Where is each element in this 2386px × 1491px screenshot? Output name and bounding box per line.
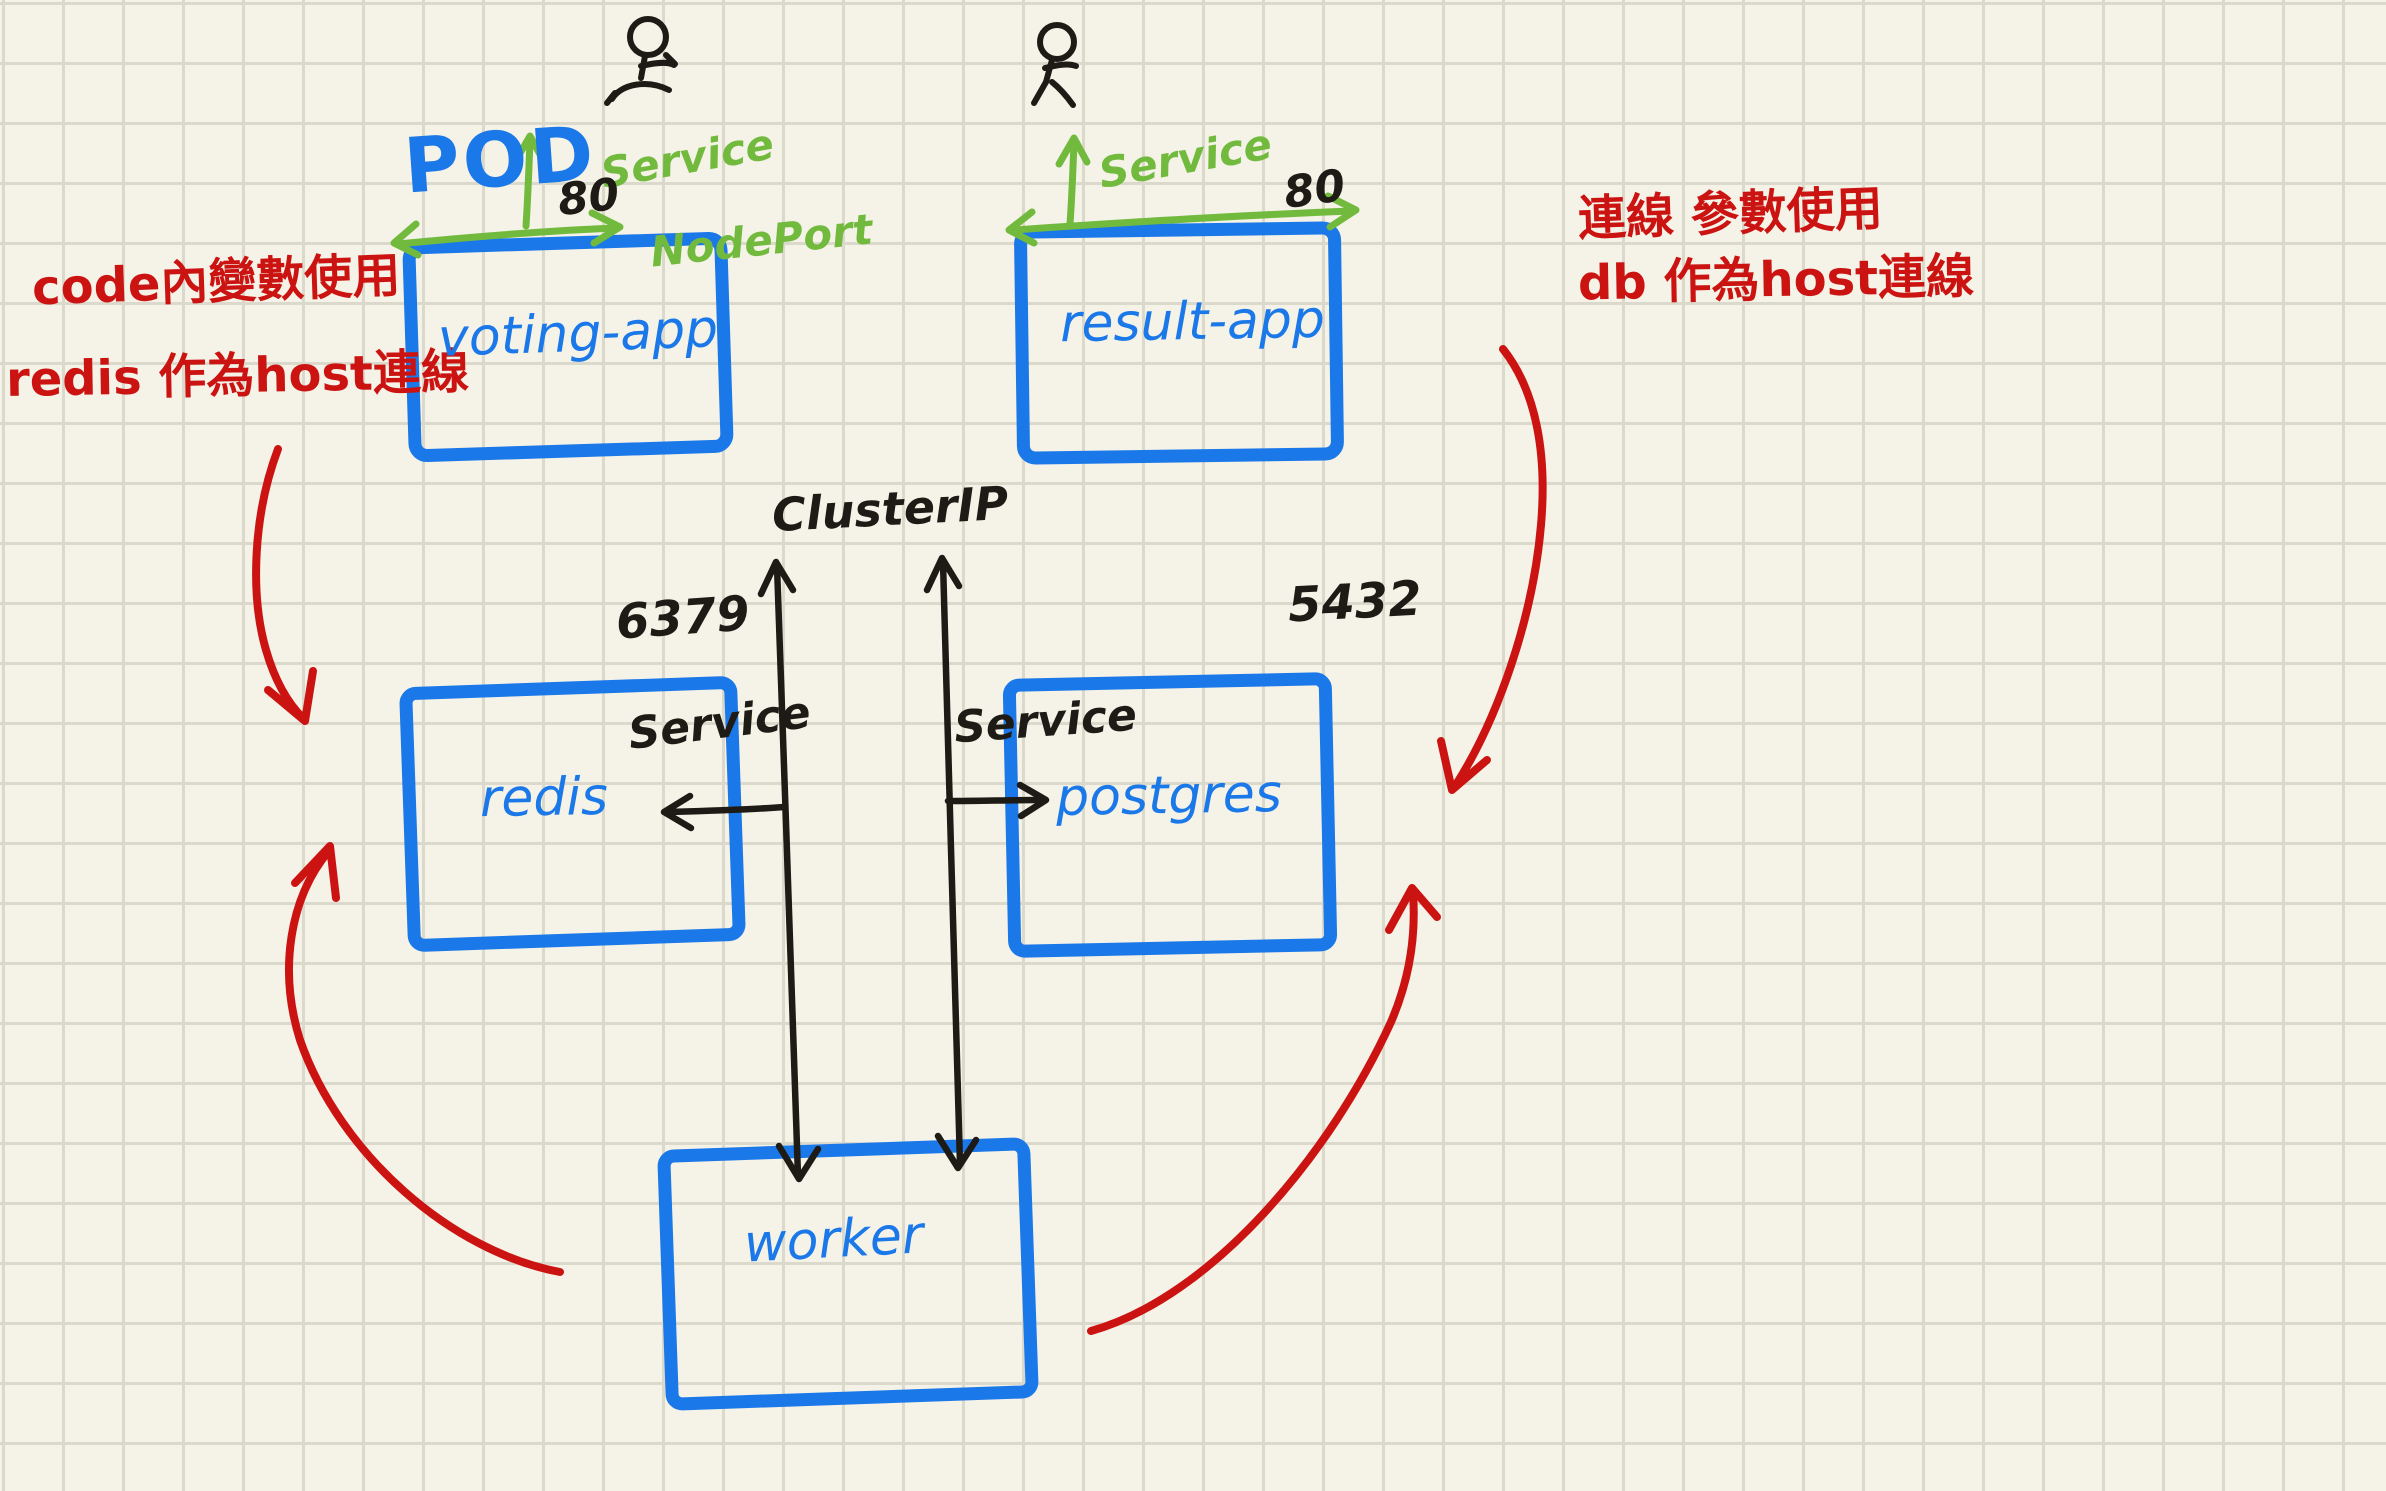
user-stick-figure-left [604,16,678,106]
worker-to-clusterip-arrow-right [923,554,980,1172]
port-5432-postgres: 5432 [1286,570,1423,634]
red-arrow-right-note-to-postgres [1437,345,1547,794]
voting-app-label: voting-app [437,299,720,369]
note-right-line1: 連線 參數使用 [1577,180,1884,248]
user-stick-figure-right [1031,22,1079,108]
service-branch-to-postgres-arrow [944,781,1050,820]
nodeport-arrows [390,132,1360,259]
port-80-voting-app: 80 [555,168,622,227]
postgres-box [1002,672,1338,958]
result-app-box [1014,221,1344,465]
note-left-line2: redis 作為host連線 [5,343,470,409]
service-label-clusterip-postgres: Service [952,689,1139,754]
redis-label: redis [479,766,609,830]
red-arrow-worker-to-redis [285,842,564,1276]
clusterip-arrows [660,554,1050,1183]
red-arrow-left-note-to-redis [252,445,317,725]
annotation-arrows [252,345,1547,1335]
note-right-line2: db 作為host連線 [1577,248,1975,312]
nodeport-up-arrow-right [1055,134,1091,228]
red-arrow-worker-to-postgres [1087,884,1441,1335]
port-80-result-app: 80 [1280,159,1349,220]
nodeport-span-arrow-right [1005,192,1360,247]
nodeport-up-arrow-left [511,132,547,230]
nodeport-span-arrow-left [390,209,624,259]
note-left-line1: code內變數使用 [31,247,402,317]
clusterip-label: ClusterIP [770,475,1010,543]
postgres-label: postgres [1055,764,1283,828]
worker-label: worker [742,1205,925,1275]
result-app-label: result-app [1059,289,1326,355]
worker-box [657,1137,1039,1411]
port-6379-redis: 6379 [614,585,752,651]
service-branch-to-redis-arrow [660,792,788,832]
voting-app-box [402,232,734,462]
worker-to-clusterip-arrow-left [757,558,822,1183]
